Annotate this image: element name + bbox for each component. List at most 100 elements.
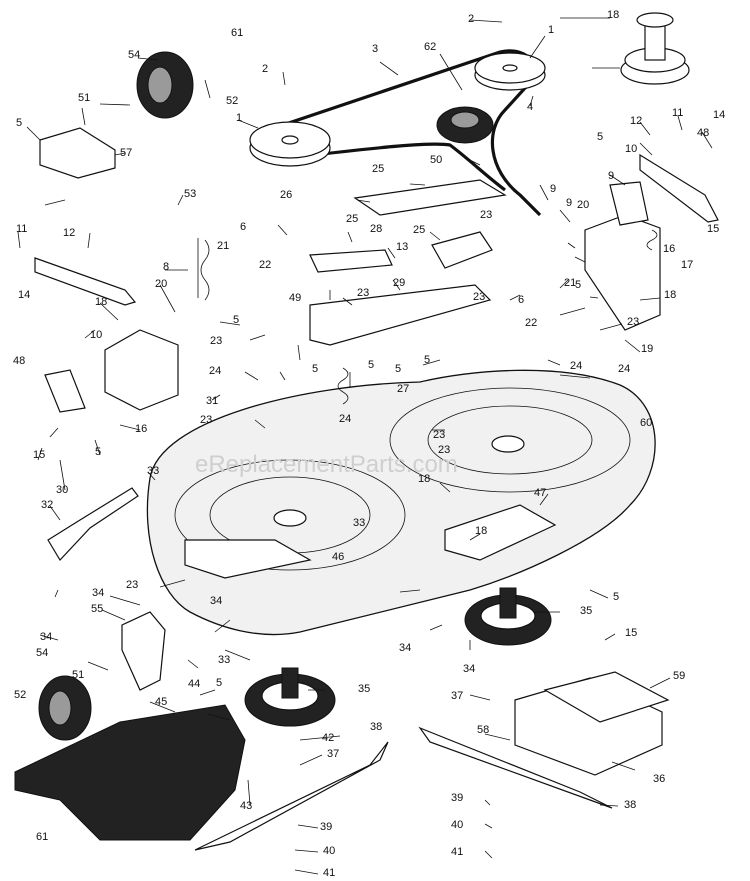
callout-number: 34 (40, 631, 52, 643)
callout-number: 60 (640, 417, 652, 429)
callout-number: 24 (618, 363, 630, 375)
spring-26 (337, 367, 349, 405)
mower-deck-shell (146, 369, 656, 636)
callout-number: 25 (413, 224, 425, 236)
callout-number: 18 (418, 473, 430, 485)
leader-lines (17, 17, 713, 875)
callout-number: 2 (468, 13, 474, 25)
callout-number: 23 (200, 414, 212, 426)
callout-number: 5 (395, 363, 401, 375)
callout-number: 5 (312, 363, 318, 375)
callout-number: 16 (663, 243, 675, 255)
mount-bracket-31 (47, 487, 139, 561)
idler-arm-25 (353, 179, 507, 216)
callout-number: 14 (713, 109, 725, 121)
callout-number: 26 (280, 189, 292, 201)
idler-bracket-28 (309, 284, 492, 346)
callout-number: 37 (451, 690, 463, 702)
front-arm-11-right (639, 153, 719, 223)
callout-number: 48 (697, 127, 709, 139)
front-bumper-47-right (609, 181, 649, 226)
callout-number: 41 (451, 846, 463, 858)
callout-number: 6 (518, 294, 524, 306)
callout-number: 53 (184, 188, 196, 200)
callout-number: 31 (206, 395, 218, 407)
callout-number: 20 (155, 278, 167, 290)
callout-number: 18 (475, 525, 487, 537)
callout-number: 1 (236, 112, 242, 124)
pulley-left (249, 121, 331, 167)
callout-number: 39 (451, 792, 463, 804)
spring-20 (197, 238, 210, 301)
callout-number: 6 (240, 221, 246, 233)
callout-number: 33 (353, 517, 365, 529)
callout-number: 5 (233, 314, 239, 326)
callout-number: 23 (433, 429, 445, 441)
watermark-text: eReplacementParts.com (195, 451, 458, 478)
callout-number: 21 (217, 240, 229, 252)
callout-number: 55 (91, 603, 103, 615)
callout-number: 28 (370, 223, 382, 235)
callout-number: 40 (323, 845, 335, 857)
callout-number: 23 (126, 579, 138, 591)
callout-number: 33 (218, 654, 230, 666)
callout-number: 11 (672, 107, 683, 119)
callout-number: 35 (580, 605, 592, 617)
callout-number: 32 (41, 499, 53, 511)
callout-number: 41 (323, 867, 335, 879)
callout-number: 33 (147, 465, 159, 477)
callout-number: 52 (226, 95, 238, 107)
callout-number: 5 (368, 359, 374, 371)
callout-number: 57 (120, 147, 132, 159)
wheel-bracket-55 (39, 127, 116, 179)
callout-number: 23 (438, 444, 450, 456)
front-bumper-47-left (44, 369, 86, 413)
callout-number: 58 (477, 724, 489, 736)
callout-number: 18 (607, 9, 619, 21)
pulley-right (474, 52, 546, 91)
belt-guide-12 (431, 231, 493, 269)
callout-number: 49 (289, 292, 301, 304)
callout-number: 35 (358, 683, 370, 695)
callout-number: 12 (63, 227, 75, 239)
callout-number: 5 (613, 591, 619, 603)
callout-number: 38 (370, 721, 382, 733)
callout-number: 38 (624, 799, 636, 811)
callout-number: 51 (78, 92, 90, 104)
callout-number: 37 (327, 748, 339, 760)
callout-number: 5 (95, 446, 101, 458)
callout-number: 17 (681, 259, 693, 271)
hanger-bracket-30 (104, 329, 179, 411)
callout-number: 51 (72, 669, 84, 681)
callout-number: 5 (597, 131, 603, 143)
spring-15 (646, 229, 658, 251)
callout-number: 34 (463, 663, 475, 675)
callout-number: 50 (430, 154, 442, 166)
callout-number: 34 (92, 587, 104, 599)
callout-number: 22 (259, 259, 271, 271)
wheel-bracket-54 (121, 611, 166, 691)
callout-number: 34 (210, 595, 222, 607)
callout-number: 22 (525, 317, 537, 329)
callout-number: 29 (393, 277, 405, 289)
callout-number: 13 (396, 241, 408, 253)
callout-number: 4 (527, 101, 533, 113)
callout-number: 46 (332, 551, 344, 563)
callout-number: 24 (570, 360, 582, 372)
callout-number: 25 (346, 213, 358, 225)
callout-number: 25 (372, 163, 384, 175)
callout-number: 14 (18, 289, 30, 301)
callout-number: 15 (625, 627, 637, 639)
callout-number: 23 (473, 291, 485, 303)
callout-number: 20 (577, 199, 589, 211)
callout-number: 30 (56, 484, 68, 496)
callout-number: 5 (424, 354, 430, 366)
callout-number: 5 (575, 279, 581, 291)
callout-number: 12 (630, 115, 642, 127)
callout-number: 45 (155, 696, 167, 708)
callout-number: 23 (357, 287, 369, 299)
callout-number: 44 (188, 678, 200, 690)
callout-number: 15 (707, 223, 719, 235)
